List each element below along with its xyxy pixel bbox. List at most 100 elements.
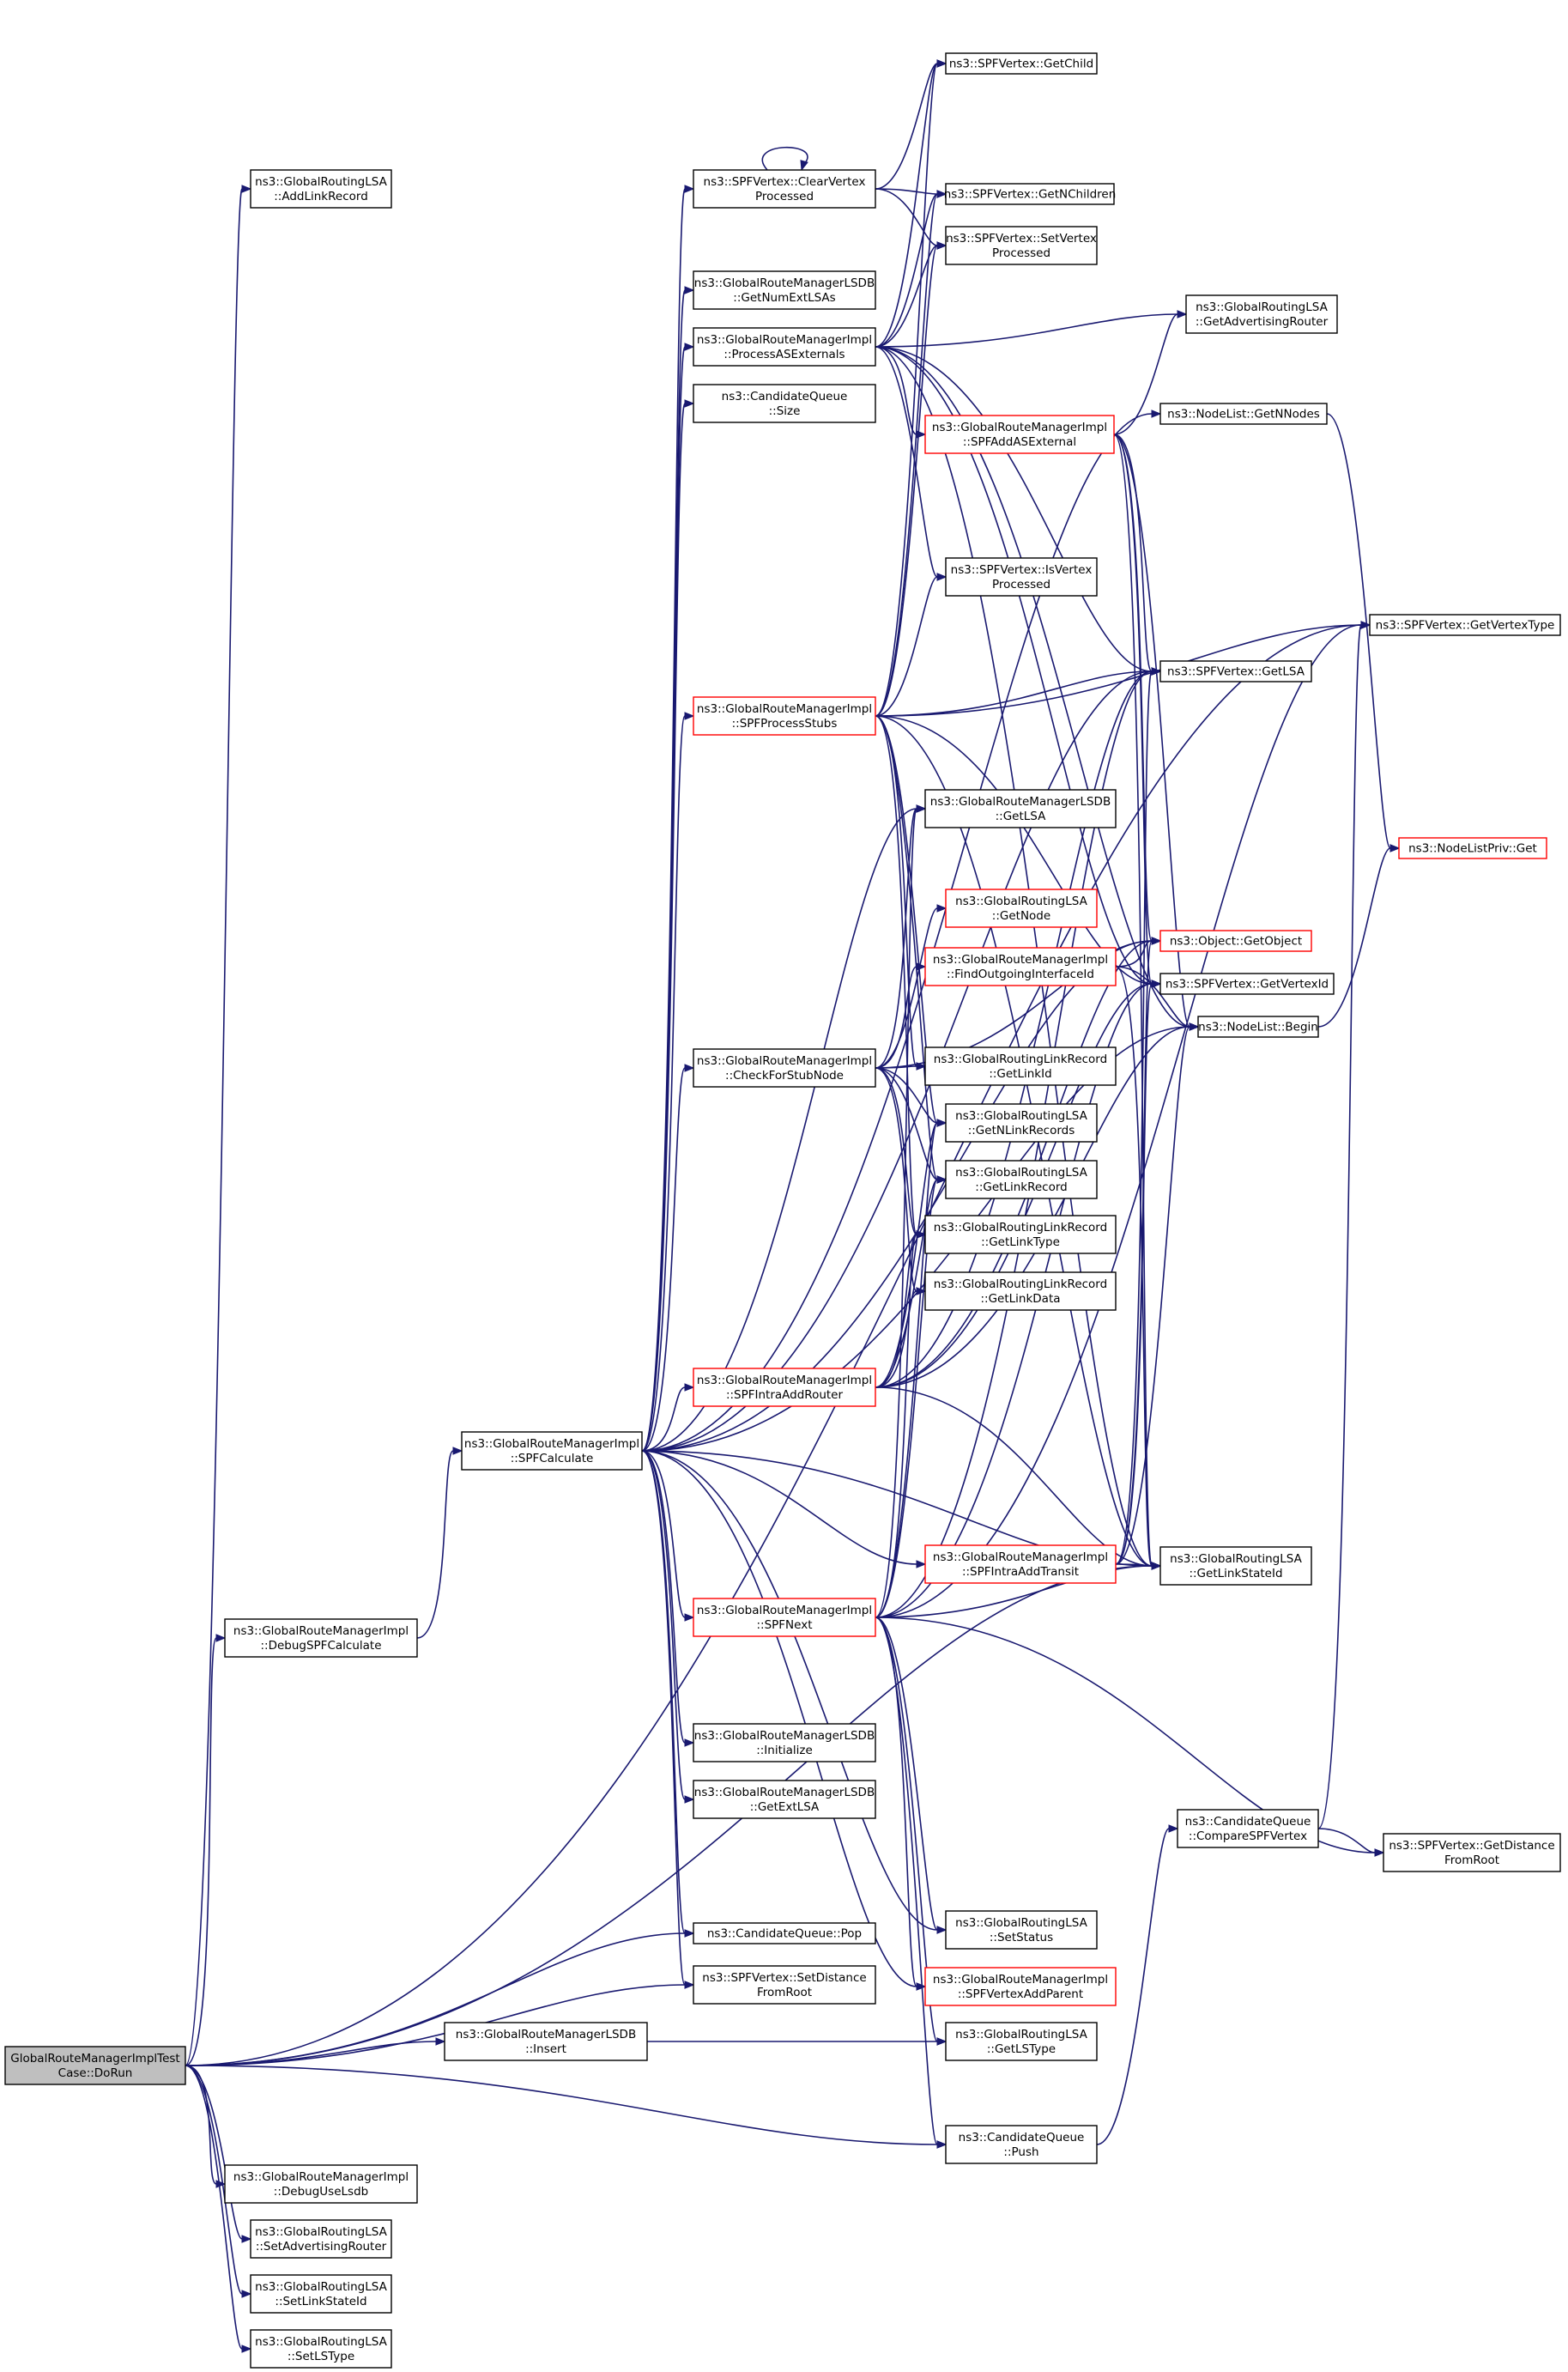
edge-root-to-vertexGetType [185, 621, 1371, 2066]
node-box [1177, 1809, 1319, 1848]
node-cqSize[interactable]: ns3::CandidateQueue::Size [693, 384, 876, 423]
arrow-head [241, 2235, 252, 2243]
node-lsaGetAdvRouter[interactable]: ns3::GlobalRoutingLSA::GetAdvertisingRou… [1185, 294, 1338, 334]
node-lsaGetLSType[interactable]: ns3::GlobalRoutingLSA::GetLSType [945, 2022, 1098, 2061]
node-lrGetLinkType[interactable]: ns3::GlobalRoutingLinkRecord::GetLinkTyp… [924, 1215, 1117, 1254]
node-label: ns3::NodeListPriv::Get [1408, 842, 1537, 856]
node-box [693, 1723, 876, 1762]
node-lsaAddLinkRecord[interactable]: ns3::GlobalRoutingLSA::AddLinkRecord [250, 169, 392, 209]
edge-line [416, 1450, 454, 1639]
node-lsaGetNLink[interactable]: ns3::GlobalRoutingLSA::GetNLinkRecords [945, 1103, 1098, 1143]
node-box [1398, 837, 1547, 859]
node-getNChildren[interactable]: ns3::SPFVertex::GetNChildren [944, 183, 1117, 205]
node-spfIntraTransit[interactable]: ns3::GlobalRouteManagerImpl::SPFIntraAdd… [924, 1544, 1117, 1584]
node-box [945, 2022, 1098, 2061]
node-box [924, 1271, 1117, 1311]
edge-line [875, 1617, 938, 1931]
node-label: ::CompareSPFVertex [1189, 1829, 1307, 1843]
node-vertexGetType[interactable]: ns3::SPFVertex::GetVertexType [1369, 614, 1561, 636]
edge-clearVertex-to-clearVertex [761, 146, 808, 172]
node-lsdbGetExt[interactable]: ns3::GlobalRouteManagerLSDB::GetExtLSA [693, 1780, 876, 1819]
node-box [1369, 614, 1561, 636]
node-box [693, 1922, 876, 1944]
node-box [250, 2329, 392, 2369]
edge-spfIntraTransit-to-vertexGetId [1115, 980, 1162, 1565]
node-cqCompare[interactable]: ns3::CandidateQueue::CompareSPFVertex [1177, 1809, 1319, 1848]
node-spfAddASExt[interactable]: ns3::GlobalRouteManagerImpl::SPFAddASExt… [924, 415, 1115, 454]
node-cqPop[interactable]: ns3::CandidateQueue::Pop [693, 1922, 876, 1944]
arrow-head [452, 1447, 463, 1455]
edge-line [875, 808, 917, 1618]
node-label: ::DebugUseLsdb [274, 2185, 368, 2199]
node-label: ns3::GlobalRoutingLSA [255, 2335, 387, 2349]
node-spfCalculate[interactable]: ns3::GlobalRouteManagerImpl::SPFCalculat… [461, 1431, 643, 1471]
edge-clearVertex-to-getChild [875, 59, 947, 190]
arrow-head [1151, 1562, 1162, 1570]
edge-spfCalculate-to-spfProcessStubs [641, 712, 695, 1452]
edge-findOutIf-to-nlBegin [1115, 966, 1200, 1031]
node-lrGetLinkId[interactable]: ns3::GlobalRoutingLinkRecord::GetLinkId [924, 1046, 1117, 1086]
node-box [945, 183, 1115, 205]
edge-findOutIf-to-objGetObject [1115, 937, 1162, 968]
node-box [1185, 294, 1338, 334]
node-getChild[interactable]: ns3::SPFVertex::GetChild [945, 52, 1098, 75]
node-cqPush[interactable]: ns3::CandidateQueue::Push [945, 2125, 1098, 2164]
node-spfProcessStubs[interactable]: ns3::GlobalRouteManagerImpl::SPFProcessS… [693, 696, 876, 736]
edge-line [1113, 434, 1153, 672]
node-debugSPF[interactable]: ns3::GlobalRouteManagerImpl::DebugSPFCal… [224, 1618, 418, 1658]
node-lsdbInsert[interactable]: ns3::GlobalRouteManagerLSDB::Insert [444, 2022, 648, 2061]
node-label: ns3::GlobalRouteManagerImpl [933, 1973, 1108, 1987]
node-setAdvRouter[interactable]: ns3::GlobalRoutingLSA::SetAdvertisingRou… [250, 2219, 392, 2259]
edge-line [1096, 1828, 1170, 2145]
node-setLSType[interactable]: ns3::GlobalRoutingLSA::SetLSType [250, 2329, 392, 2369]
node-box [924, 947, 1117, 986]
arrow-head [684, 1383, 695, 1392]
node-vertexGetLSA[interactable]: ns3::SPFVertex::GetLSA [1159, 660, 1312, 682]
node-nlPrivGet[interactable]: ns3::NodeListPriv::Get [1398, 837, 1547, 859]
node-label: GlobalRouteManagerImplTest [10, 2052, 179, 2066]
node-findOutIf[interactable]: ns3::GlobalRouteManagerImpl::FindOutgoin… [924, 947, 1117, 986]
node-lsaGetLinkRec[interactable]: ns3::GlobalRoutingLSA::GetLinkRecord [945, 1160, 1098, 1199]
node-spfNext[interactable]: ns3::GlobalRouteManagerImpl::SPFNext [693, 1598, 876, 1637]
node-lsaGetLinkStateId[interactable]: ns3::GlobalRoutingLSA::GetLinkStateId [1159, 1546, 1312, 1586]
node-setLinkStateId[interactable]: ns3::GlobalRoutingLSA::SetLinkStateId [250, 2274, 392, 2314]
node-nlBegin[interactable]: ns3::NodeList::Begin [1197, 1016, 1319, 1038]
edge-spfNext-to-cqPush [875, 1617, 947, 2149]
node-label: ::GetNode [992, 909, 1050, 923]
node-spfVertexAddParent[interactable]: ns3::GlobalRouteManagerImpl::SPFVertexAd… [924, 1967, 1117, 2006]
arrow-head [435, 2037, 446, 2046]
edge-line [875, 966, 917, 1069]
node-lrGetLinkData[interactable]: ns3::GlobalRoutingLinkRecord::GetLinkDat… [924, 1271, 1117, 1311]
edge-checkStub-to-lrGetLinkData [875, 1067, 927, 1295]
node-debugUseLsdb[interactable]: ns3::GlobalRouteManagerImpl::DebugUseLsd… [224, 2164, 418, 2204]
edge-processASExt-to-getChild [875, 59, 947, 348]
node-label: ns3::NodeList::GetNNodes [1167, 408, 1320, 422]
node-processASExt[interactable]: ns3::GlobalRouteManagerImpl::ProcessASEx… [693, 327, 876, 367]
arrow-head [936, 190, 947, 198]
node-lsaGetNode[interactable]: ns3::GlobalRoutingLSA::GetNode [945, 889, 1098, 928]
node-checkStub[interactable]: ns3::GlobalRouteManagerImpl::CheckForStu… [693, 1048, 876, 1088]
node-spfIntraRouter[interactable]: ns3::GlobalRouteManagerImpl::SPFIntraAdd… [693, 1368, 876, 1407]
node-lsdbGetLSA[interactable]: ns3::GlobalRouteManagerLSDB::GetLSA [924, 789, 1117, 828]
arrow-head [1168, 1824, 1179, 1833]
edge-line [875, 193, 938, 717]
edge-root-to-setLSType [185, 2065, 252, 2353]
node-label: ::SPFNext [756, 1618, 812, 1632]
node-vertexGetId[interactable]: ns3::SPFVertex::GetVertexId [1159, 973, 1335, 995]
node-nlGetNNodes[interactable]: ns3::NodeList::GetNNodes [1159, 403, 1328, 425]
node-label: ns3::GlobalRoutingLSA [255, 175, 387, 189]
edge-spfCalculate-to-processASExt [641, 343, 695, 1452]
node-getNumExt[interactable]: ns3::GlobalRouteManagerLSDB::GetNumExtLS… [693, 270, 876, 310]
node-lsdbInit[interactable]: ns3::GlobalRouteManagerLSDB::Initialize [693, 1723, 876, 1762]
arrow-head [684, 712, 695, 720]
node-box [1159, 973, 1335, 995]
node-objGetObject[interactable]: ns3::Object::GetObject [1159, 930, 1312, 952]
node-lsaSetStatus[interactable]: ns3::GlobalRoutingLSA::SetStatus [945, 1910, 1098, 1950]
arrow-head [241, 2345, 252, 2353]
